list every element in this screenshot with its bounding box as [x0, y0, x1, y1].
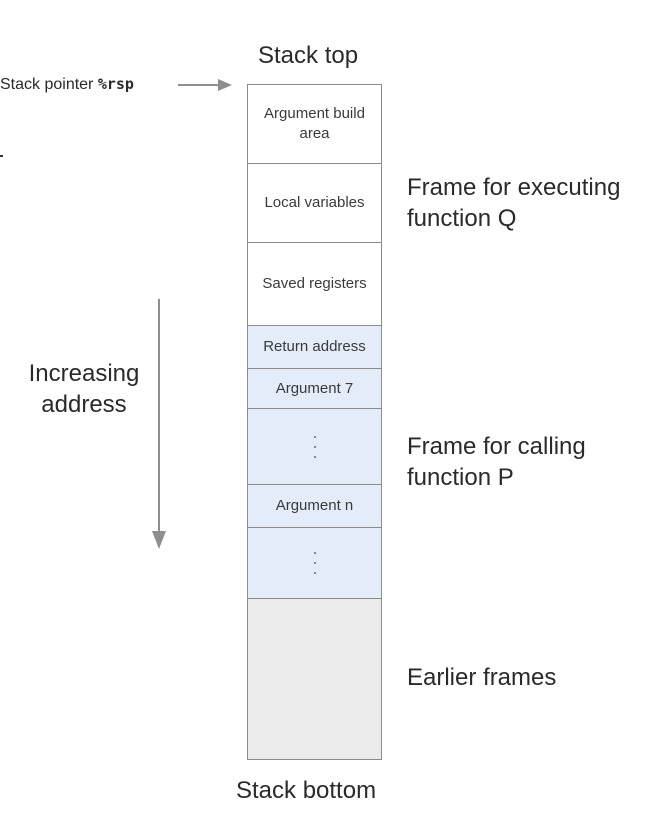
stack-bottom-label: Stack bottom: [236, 777, 377, 804]
local-variables-label: Local variables: [264, 194, 365, 211]
earlier-frames-label: Earlier frames: [407, 664, 557, 691]
argument-7-cell: Argument 7: [247, 368, 382, 409]
frame-q-label: Frame for executing function Q: [407, 174, 621, 232]
local-variables-cell: Local variables: [247, 163, 382, 243]
ellipsis-dots: [313, 552, 316, 574]
ellipsis-dots: [313, 435, 316, 458]
return-address-cell: Return address: [247, 325, 382, 369]
frame-p-label: Frame for calling function P: [407, 433, 586, 491]
stack-pointer-arrow-icon: [178, 79, 232, 91]
increasing-address-label: Increasing address: [28, 360, 140, 418]
earlier-frames-cell: [247, 598, 382, 760]
stack-pointer-text: Stack pointer: [0, 76, 98, 93]
ellipsis-cell: [247, 527, 382, 599]
increasing-address-arrow-icon: [152, 299, 166, 549]
saved-registers-cell: Saved registers: [247, 242, 382, 326]
stack: Argument build area Local variables Save…: [247, 84, 382, 760]
saved-registers-label: Saved registers: [262, 275, 367, 292]
stack-top-label: Stack top: [258, 42, 359, 69]
argument-n-label: Argument n: [275, 497, 354, 514]
stray-mark: [0, 155, 3, 157]
return-address-label: Return address: [263, 338, 366, 355]
argument-build-area-cell: Argument build area: [247, 84, 382, 164]
argument-build-area-label: Argument build area: [264, 105, 365, 142]
ellipsis-cell: [247, 408, 382, 485]
stack-pointer-label: Stack pointer %rsp: [0, 75, 134, 94]
argument-n-cell: Argument n: [247, 484, 382, 528]
argument-7-label: Argument 7: [275, 379, 354, 397]
stack-pointer-register: %rsp: [97, 75, 134, 93]
